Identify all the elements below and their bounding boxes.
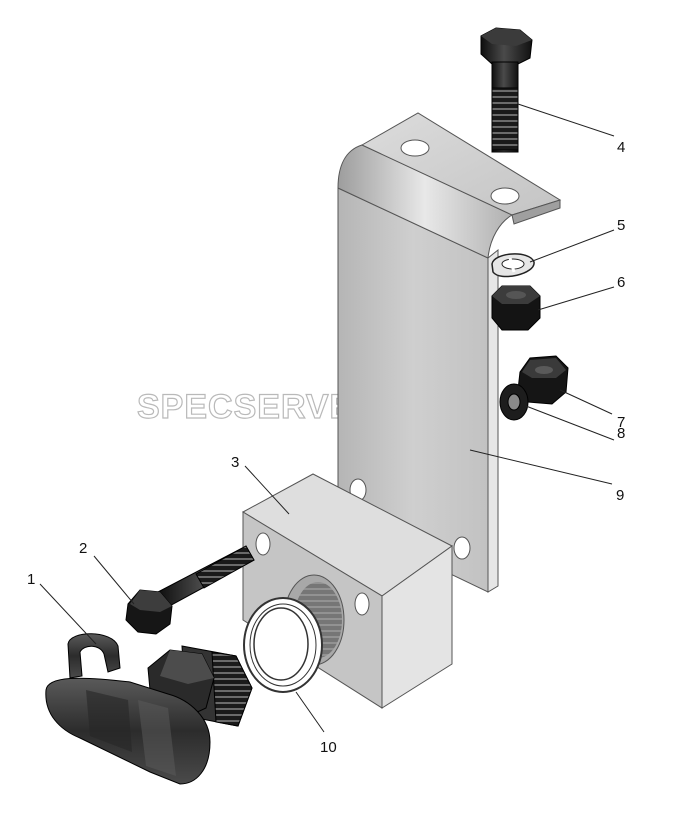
callout-4: 4	[617, 139, 625, 156]
callout-labels: 1 2 3 4 5 6 7 8 9 10	[27, 139, 625, 756]
flange-hole	[490, 187, 520, 205]
callout-9: 9	[616, 487, 624, 504]
part-10-seal-ring	[243, 597, 323, 693]
plate-hole	[453, 536, 471, 560]
part-6-nut	[491, 285, 541, 331]
block-hole	[354, 592, 370, 616]
callout-8: 8	[617, 425, 625, 442]
part-9-bracket	[337, 112, 562, 593]
block-hole	[255, 532, 271, 556]
flange-hole	[400, 139, 430, 157]
part-4-bolt	[480, 27, 533, 153]
callout-10: 10	[320, 739, 337, 756]
callout-7: 7	[617, 414, 625, 431]
callout-1: 1	[27, 571, 35, 588]
part-1-valve-handle	[45, 633, 253, 785]
leader-lines	[39, 103, 615, 733]
part-8-washer	[499, 383, 529, 421]
callout-5: 5	[617, 217, 625, 234]
callout-2: 2	[79, 540, 87, 557]
callout-3: 3	[231, 454, 239, 471]
part-2-bolt	[125, 545, 255, 635]
callout-6: 6	[617, 274, 625, 291]
part-7-nut	[517, 355, 569, 405]
part-5-spring-washer	[491, 253, 535, 278]
